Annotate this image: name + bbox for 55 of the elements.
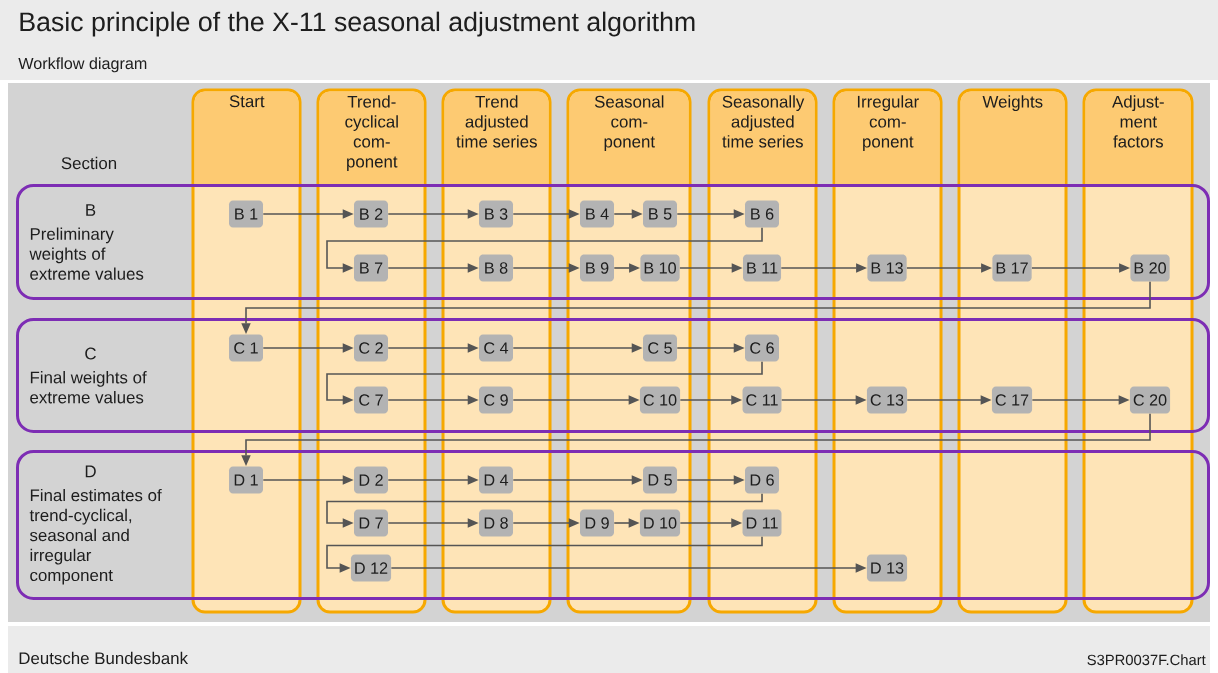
step-box: C 9 — [479, 386, 513, 414]
subtitle: Workflow diagram — [18, 57, 147, 73]
column-header: Start — [194, 91, 299, 184]
step-box: D 2 — [354, 466, 388, 494]
step-box: D 1 — [229, 466, 263, 494]
column-header: Weights — [960, 91, 1065, 184]
step-box: D 6 — [745, 466, 779, 494]
step-box: B 8 — [479, 254, 513, 282]
step-box: C 5 — [643, 334, 677, 362]
diagram-title: Basic principle of the X-11 seasonal adjustment algorithm — [20, 11, 695, 37]
step-box: C 6 — [745, 334, 779, 362]
step-box: C 13 — [866, 386, 908, 414]
column-header: Seasonally adjusted time series — [710, 91, 815, 184]
step-box: C 7 — [354, 386, 388, 414]
step-box: B 9 — [580, 254, 614, 282]
step-box: C 20 — [1129, 386, 1171, 414]
column-header: Adjust-ment factors — [1085, 91, 1191, 184]
step-box: B 13 — [867, 254, 907, 282]
arrow — [326, 492, 763, 528]
arrow — [326, 536, 763, 573]
step-box: B 4 — [580, 200, 614, 228]
column-header: Trend-cyclical com-ponent — [319, 91, 424, 184]
section-heading: Section — [61, 156, 117, 170]
arrow — [326, 360, 763, 405]
step-box: C 4 — [479, 334, 513, 362]
step-box: C 10 — [639, 386, 681, 414]
step-box: D 7 — [354, 509, 388, 537]
column-header: Seasonal com-ponent — [569, 91, 689, 184]
column-header: Irregular com-ponent — [835, 91, 940, 184]
step-box: B 7 — [354, 254, 388, 282]
step-box: B 17 — [992, 254, 1032, 282]
step-box: B 11 — [743, 254, 782, 282]
step-box: D 8 — [479, 509, 513, 537]
step-box: D 13 — [866, 554, 908, 582]
step-box: B 2 — [354, 200, 388, 228]
arrow — [326, 227, 763, 273]
step-box: B 10 — [640, 254, 680, 282]
step-box: D 5 — [643, 466, 677, 494]
step-box: D 11 — [742, 509, 782, 537]
step-box: C 17 — [991, 386, 1033, 414]
step-box: B 5 — [643, 200, 677, 228]
step-box: C 1 — [229, 334, 263, 362]
column-header: Trend adjusted time series — [444, 91, 549, 184]
source-note: Deutsche Bundesbank — [19, 651, 189, 665]
step-box: B 3 — [479, 200, 513, 228]
step-box: D 12 — [350, 554, 392, 582]
step-box: D 4 — [479, 466, 513, 494]
step-box: B 6 — [745, 200, 779, 228]
step-box: C 2 — [354, 334, 388, 362]
chart-id: S3PR0037F.Chart — [1087, 654, 1206, 666]
step-box: C 11 — [742, 386, 782, 414]
step-box: B 20 — [1130, 254, 1170, 282]
step-box: B 1 — [229, 200, 263, 228]
step-box: D 10 — [639, 509, 681, 537]
step-box: D 9 — [580, 509, 614, 537]
